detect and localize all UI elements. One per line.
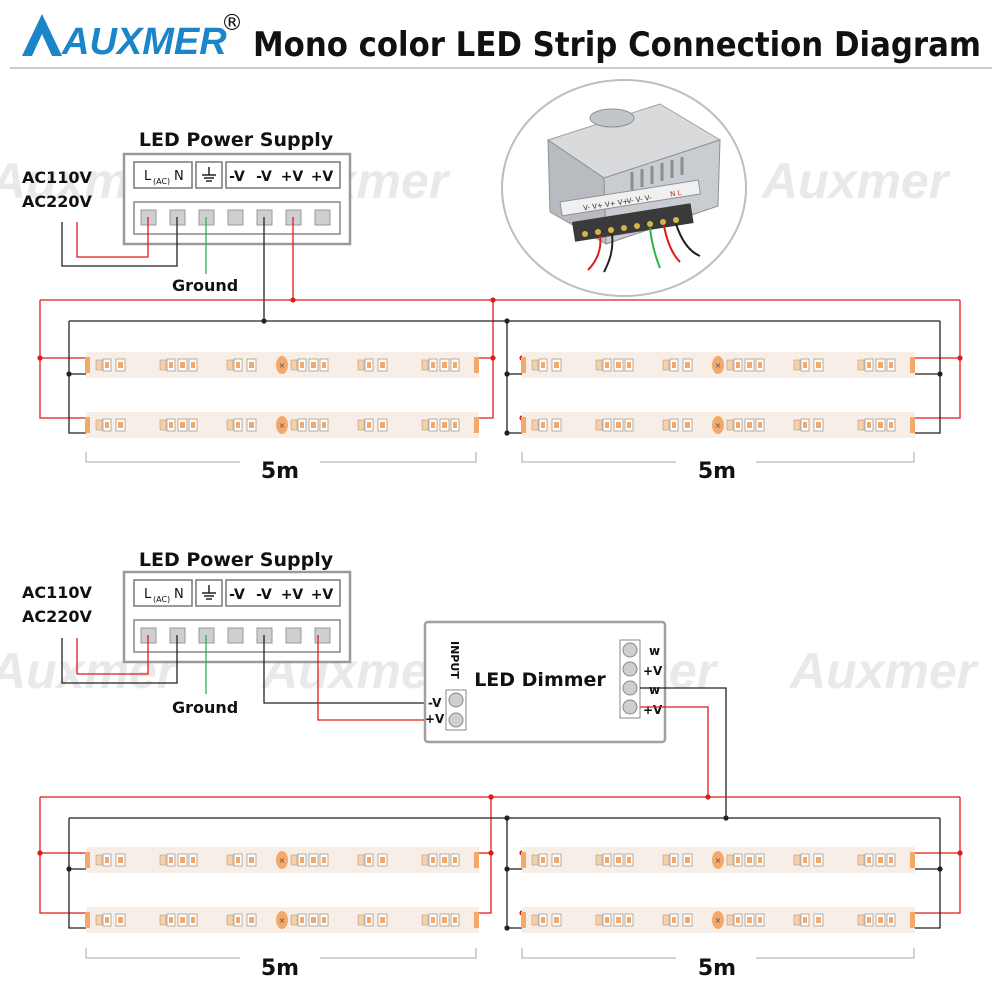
- terminal-n: N: [174, 587, 184, 602]
- registered-mark: ®: [221, 11, 243, 36]
- psu-title: LED Power Supply: [139, 549, 334, 571]
- length-label: 5m: [698, 459, 736, 484]
- ground-label: Ground: [172, 276, 238, 295]
- watermark: Auxmer: [760, 153, 951, 209]
- led-strip: [85, 907, 479, 933]
- brand-name: AUXMER: [61, 21, 227, 63]
- ground-label: Ground: [172, 698, 238, 717]
- ac-input-label-1: AC110V: [22, 168, 93, 187]
- power-supply-photo: V- V+ V+ V+ V- V- V- N L: [501, 79, 747, 297]
- led-strip: [521, 412, 915, 438]
- terminal-n: N: [174, 169, 184, 184]
- led-strip: [521, 847, 915, 873]
- ac-input-label-2: AC220V: [22, 607, 93, 626]
- length-label: 5m: [698, 956, 736, 981]
- terminal-minus-2: -V: [256, 169, 272, 185]
- brand-logo: AUXMER ®: [22, 11, 243, 63]
- dimmer-title: LED Dimmer: [474, 669, 606, 691]
- led-dimmer: INPUT -V +V LED Dimmer w +V w +V: [423, 620, 667, 744]
- photo-label-mid: V- V- V-: [626, 194, 653, 206]
- led-power-supply: L (AC) N -V -V +V +V: [122, 152, 352, 246]
- diagram-with-dimmer: LED Power Supply AC110V AC220V L (AC) N …: [22, 549, 963, 981]
- terminal-minus-1: -V: [229, 169, 245, 185]
- terminal-l: L: [144, 169, 152, 184]
- led-strip: [85, 352, 479, 378]
- length-label: 5m: [261, 459, 299, 484]
- terminal-l: L: [144, 587, 152, 602]
- terminal-plus-1: +V: [281, 587, 304, 603]
- page-title: Mono color LED Strip Connection Diagram: [253, 25, 981, 65]
- dimmer-input-label: INPUT: [448, 641, 461, 679]
- led-strip: [85, 412, 479, 438]
- diagram-direct-connection: LED Power Supply AC110V AC220V L (AC) N …: [22, 129, 963, 484]
- dimmer-in-plus: +V: [425, 712, 445, 726]
- ac-input-label-2: AC220V: [22, 192, 93, 211]
- dimmer-out-plus-2: +V: [643, 703, 663, 717]
- watermarks: Auxmer Auxmer Auxmer Auxmer Auxmer Auxme…: [0, 153, 979, 699]
- dimmer-out-w-2: w: [649, 683, 660, 697]
- length-label: 5m: [261, 956, 299, 981]
- led-power-supply: L (AC) N -V -V +V +V: [122, 570, 352, 664]
- dimmer-in-minus: -V: [428, 696, 442, 710]
- led-strip: [521, 907, 915, 933]
- terminal-ac: (AC): [153, 177, 170, 186]
- photo-label-right: N L: [670, 189, 683, 199]
- terminal-minus-2: -V: [256, 587, 272, 603]
- dimmer-out-plus-1: +V: [643, 664, 663, 678]
- terminal-ac: (AC): [153, 595, 170, 604]
- terminal-minus-1: -V: [229, 587, 245, 603]
- led-strip: [521, 352, 915, 378]
- terminal-plus-2: +V: [311, 587, 334, 603]
- led-strip: [85, 847, 479, 873]
- ac-input-label-1: AC110V: [22, 583, 93, 602]
- terminal-plus-1: +V: [281, 169, 304, 185]
- terminal-plus-2: +V: [311, 169, 334, 185]
- dimmer-out-w-1: w: [649, 644, 660, 658]
- watermark: Auxmer: [788, 643, 979, 699]
- psu-title: LED Power Supply: [139, 129, 334, 151]
